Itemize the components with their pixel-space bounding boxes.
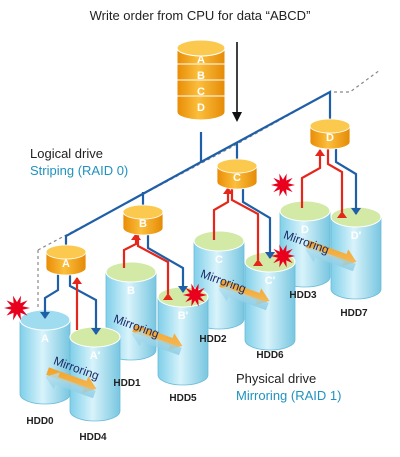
hdd-content-label: D' <box>351 230 362 242</box>
mirroring-arrow <box>218 279 270 311</box>
logical-disks: A B C D <box>45 118 351 276</box>
logical-drive-subheading: Striping (RAID 0) <box>30 163 128 178</box>
diagram-title: Write order from CPU for data “ABCD” <box>90 8 311 23</box>
physical-drive-heading: Physical drive <box>236 371 316 386</box>
hdd-content-label: B' <box>178 310 189 322</box>
stack-label: C <box>197 86 205 98</box>
hdd-label: HDD4 <box>79 432 107 443</box>
hdd-label: HDD2 <box>199 334 227 345</box>
hdd-label: HDD1 <box>113 378 141 389</box>
logical-disk-label: B <box>139 218 147 230</box>
hdd-label: HDD5 <box>169 393 197 404</box>
hdd-content-label: B <box>127 285 135 297</box>
stack-label: B <box>197 70 205 82</box>
burst-icon <box>183 283 207 307</box>
hdd-label: HDD0 <box>26 416 54 427</box>
burst-icon <box>271 244 295 268</box>
stack-segment-d: D <box>176 95 226 121</box>
logical-disk-a: A <box>45 244 87 276</box>
write-order-arrow <box>232 42 242 122</box>
hdd-content-label: A' <box>90 350 101 362</box>
mirroring-arrow <box>305 240 357 272</box>
mirroring-arrow <box>131 324 183 356</box>
write-lines <box>40 144 361 335</box>
logical-disk-label: A <box>62 258 70 270</box>
stack-top <box>176 39 226 57</box>
logical-drive-heading: Logical drive <box>30 146 103 161</box>
logical-disk-b: B <box>122 204 164 236</box>
hdd-label: HDD3 <box>289 290 317 301</box>
logical-disk-d: D <box>309 118 351 150</box>
hdd-content-label: C <box>215 254 223 266</box>
stack-label: A <box>197 54 205 66</box>
hdd-content-label: C' <box>265 275 276 287</box>
mirroring-arrow <box>45 367 97 399</box>
source-data-stack: ABCD <box>176 39 226 121</box>
logical-disk-c: C <box>216 158 258 190</box>
striping-tree <box>64 90 332 246</box>
hdd-hdd7: D' <box>330 206 382 300</box>
hdd-content-label: D <box>301 224 309 236</box>
burst-icon <box>271 173 295 197</box>
logical-disk-label: D <box>326 132 334 144</box>
hdd-label: HDD6 <box>256 350 284 361</box>
physical-drive-subheading: Mirroring (RAID 1) <box>236 388 341 403</box>
burst-icon <box>4 295 30 321</box>
stack-label: D <box>197 102 205 114</box>
write-bursts <box>4 173 295 321</box>
hdd-hdd4: A' <box>69 326 121 422</box>
hdd-content-label: A <box>41 333 49 345</box>
hdd-label: HDD7 <box>340 308 368 319</box>
logical-disk-label: C <box>233 172 241 184</box>
